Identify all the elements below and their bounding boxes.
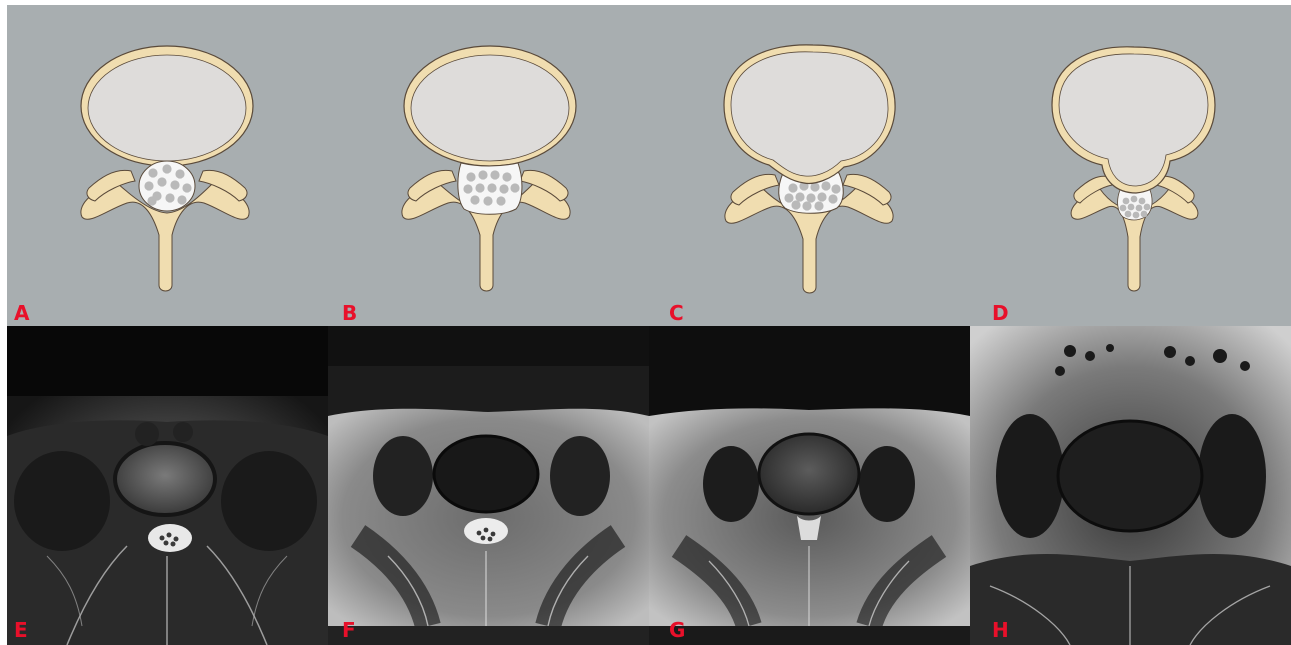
vertebra-schematic	[81, 46, 253, 291]
vertebral-body	[1059, 54, 1208, 186]
mri-e-image	[7, 326, 328, 645]
vertebra-schematic	[402, 46, 576, 291]
vertebra-schematic	[1052, 47, 1215, 291]
mri-h-image	[970, 326, 1291, 645]
vertebra-schematic	[724, 45, 895, 293]
mri-panel-h: H	[970, 326, 1291, 645]
vertebral-body	[411, 55, 569, 161]
mri-panel-e: E	[7, 326, 328, 645]
vertebral-body	[88, 55, 246, 161]
mri-panel-g: G	[649, 326, 970, 645]
schematic-c-graphic	[649, 5, 970, 326]
schematic-panel-c: C	[649, 5, 970, 326]
schematic-d-graphic	[970, 5, 1291, 326]
schematic-panel-d: D	[970, 5, 1291, 326]
schematic-a-graphic	[7, 5, 328, 326]
mri-panel-f: F	[328, 326, 649, 645]
schematic-b-graphic	[328, 5, 649, 326]
schematic-panel-b: B	[328, 5, 649, 326]
lumbar-stenosis-figure: A B	[7, 5, 1291, 645]
mri-f-image	[328, 326, 649, 645]
schematic-panel-a: A	[7, 5, 328, 326]
mri-g-image	[649, 326, 970, 645]
